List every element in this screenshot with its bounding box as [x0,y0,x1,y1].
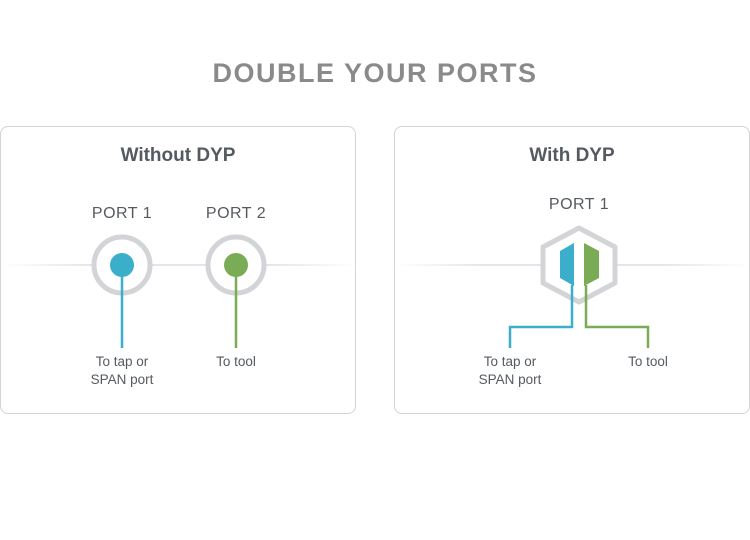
without-dyp-diagram [1,234,355,348]
tap-span-label: To tap or SPAN port [62,353,182,389]
dyp-tap-half [560,243,574,286]
dyp-tool-label: To tool [628,354,668,369]
dyp-hex-port-ring [540,225,618,305]
tool-label: To tool [216,354,256,369]
without-dyp-title: Without DYP [120,145,236,166]
dyp-tool-cable [584,285,650,348]
page-title: DOUBLE YOUR PORTS [212,58,538,88]
dyp-tap-span-label: To tap or SPAN port [450,353,570,389]
dyp-tap-span-label-line2: SPAN port [478,372,542,387]
port1-tap-dot [110,253,134,277]
port2-label: PORT 2 [205,205,267,222]
tap-span-label-line2: SPAN port [90,372,154,387]
with-dyp-title: With DYP [529,145,615,166]
tap-span-label-line1: To tap or [95,354,149,369]
dyp-tap-span-label-line1: To tap or [483,354,537,369]
dyp-tool-half [584,243,599,286]
port2-tool-dot [224,253,248,277]
dyp-port1-label: PORT 1 [548,196,610,213]
dyp-tap-cable [508,285,574,348]
backplane-line [1,264,355,266]
with-dyp-panel: With DYP PORT 1 To tap or SPAN port To t… [394,126,750,414]
port1-label: PORT 1 [91,205,153,222]
with-dyp-diagram [395,225,749,348]
without-dyp-panel: Without DYP PORT 1 PORT 2 To tap or SPAN… [0,126,356,414]
